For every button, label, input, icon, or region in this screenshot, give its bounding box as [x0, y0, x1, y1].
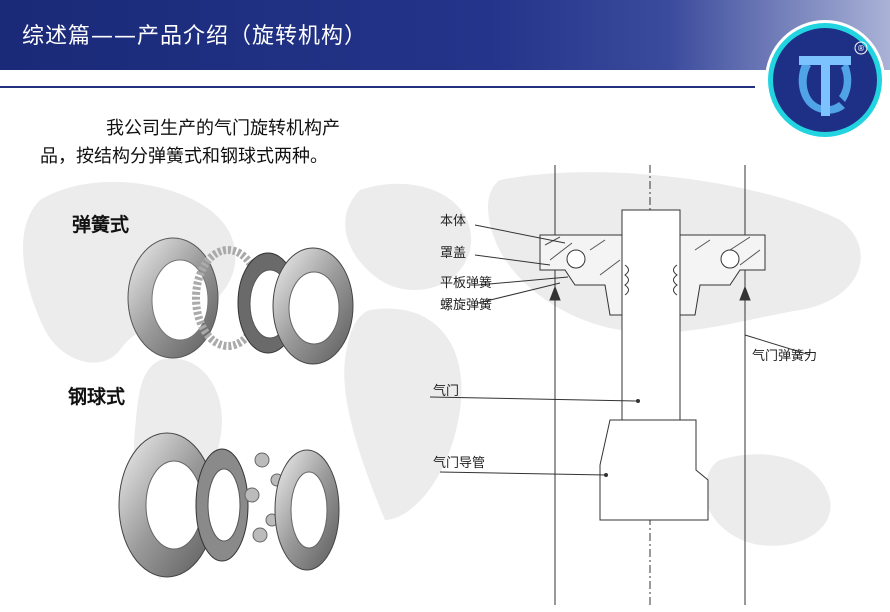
label-flat-spring: 平板弹簧: [440, 276, 493, 291]
header-band: [0, 0, 890, 70]
intro-line-2: 品，按结构分弹簧式和钢球式两种。: [40, 146, 328, 167]
header-divider: [0, 86, 755, 88]
registered-mark: ®: [857, 44, 865, 53]
label-coil-spring: 螺旋弹簧: [440, 298, 493, 313]
ball-type-part-image: [118, 432, 340, 578]
spring-type-part-image: [127, 237, 354, 365]
label-cover: 罩盖: [440, 246, 467, 261]
intro-paragraph: 我公司生产的气门旋转机构产 品，按结构分弹簧式和钢球式两种。: [40, 115, 420, 171]
label-valve: 气门: [433, 384, 460, 399]
ball-type-label: 钢球式: [68, 386, 126, 408]
label-body: 本体: [440, 214, 467, 229]
company-logo: ®: [765, 20, 885, 140]
page-title: 综述篇——产品介绍（旋转机构）: [22, 24, 368, 49]
spring-type-label: 弹簧式: [72, 214, 130, 236]
rotator-cross-section-diagram: [429, 165, 811, 605]
label-valve-spring-force: 气门弹簧力: [752, 349, 818, 364]
label-valve-guide: 气门导管: [433, 456, 486, 471]
intro-line-1: 我公司生产的气门旋转机构产: [106, 118, 340, 139]
